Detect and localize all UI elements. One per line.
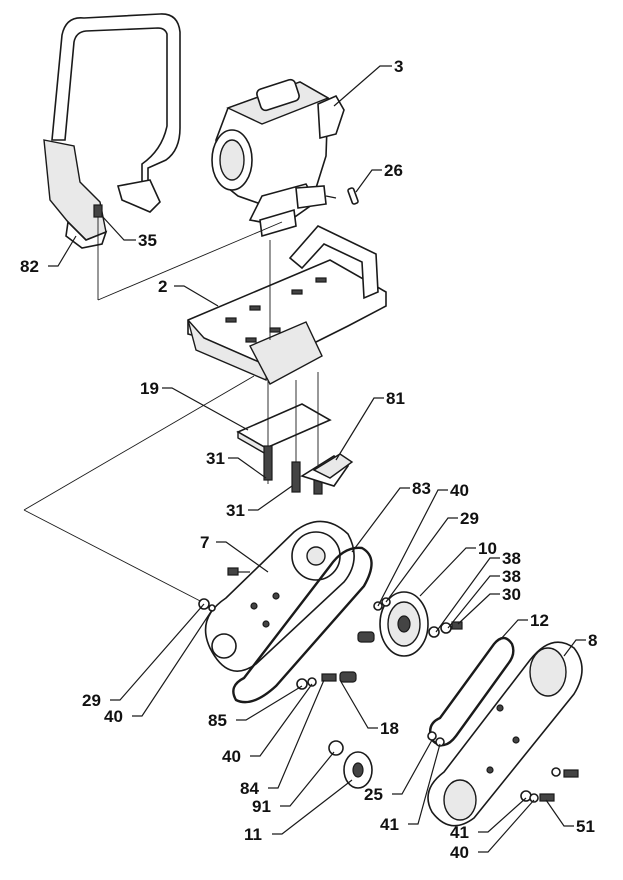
plate-19	[236, 403, 332, 456]
handle-bar	[51, 13, 181, 213]
callout-35: 35	[138, 231, 157, 250]
callout-11: 11	[244, 825, 262, 844]
outer-belt-cover	[427, 641, 583, 827]
engine	[211, 78, 345, 238]
callout-82: 82	[20, 257, 39, 276]
callout-30: 30	[502, 585, 521, 604]
callout-40-top: 40	[450, 481, 469, 500]
callout-29-left: 29	[82, 691, 101, 710]
callout-40-mid: 40	[222, 747, 241, 766]
callout-85: 85	[208, 711, 227, 730]
callout-31-lower: 31	[226, 501, 245, 520]
callout-40-bottom: 40	[450, 843, 469, 862]
callout-7: 7	[200, 533, 209, 552]
belt-83	[232, 546, 373, 704]
callout-91: 91	[252, 797, 271, 816]
callout-81: 81	[386, 389, 405, 408]
callout-25: 25	[364, 785, 383, 804]
callout-29-top: 29	[460, 509, 479, 528]
bolt-35	[93, 204, 103, 300]
callout-2: 2	[158, 277, 167, 296]
pulley-11	[328, 740, 373, 789]
belt-12	[429, 636, 515, 747]
callout-12: 12	[530, 611, 549, 630]
callout-40-left: 40	[104, 707, 123, 726]
fasteners-85-84-18	[296, 671, 357, 690]
callout-31-upper: 31	[206, 449, 225, 468]
callout-84: 84	[240, 779, 259, 798]
belt-guard-bracket-81	[300, 453, 354, 487]
callout-41-right: 41	[450, 823, 469, 842]
callout-51: 51	[576, 817, 595, 836]
pulley-10	[357, 591, 429, 657]
leader-lines	[48, 65, 586, 853]
callout-38-lower: 38	[502, 567, 521, 586]
callout-10: 10	[478, 539, 497, 558]
callout-38-upper: 38	[502, 549, 521, 568]
callout-numbers: 3 26 35 82 2 19 81 31 31 83 40 29 7 10 3…	[20, 57, 597, 862]
key-26	[347, 187, 359, 205]
bolts-31	[263, 372, 323, 495]
callout-18: 18	[380, 719, 399, 738]
callout-83: 83	[412, 479, 431, 498]
handle-mounting-bracket	[43, 139, 108, 249]
alignment-lines	[23, 221, 283, 605]
callout-19: 19	[140, 379, 159, 398]
callout-8: 8	[588, 631, 597, 650]
engine-mount-plate	[187, 225, 387, 385]
callout-3: 3	[394, 57, 403, 76]
callout-41-left: 41	[380, 815, 399, 834]
callout-26: 26	[384, 161, 403, 180]
